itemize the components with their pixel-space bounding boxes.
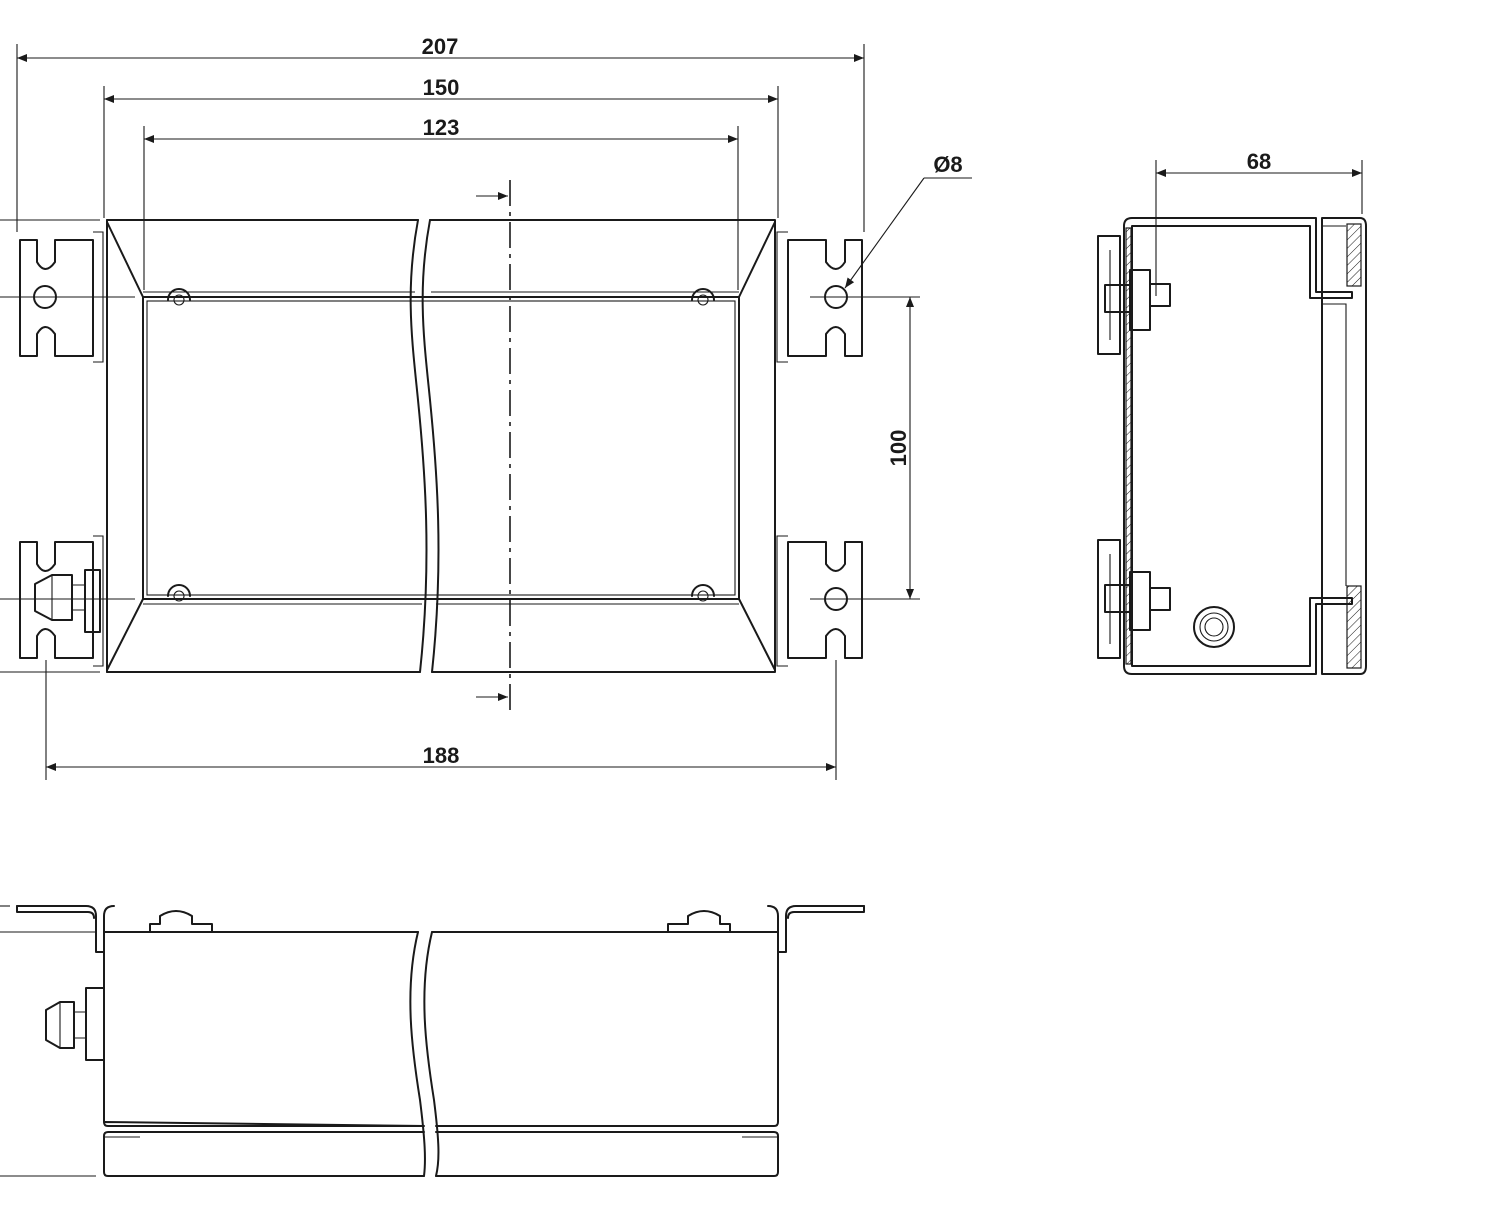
front-view: 207 150 123 188 100 Ø8 (0, 34, 972, 780)
hole-diameter-callout: Ø8 (844, 152, 972, 289)
extension-lines (16, 44, 865, 780)
dimension-label: 123 (423, 115, 460, 140)
break-lines (409, 219, 440, 673)
dimension-207: 207 (17, 34, 864, 62)
dimension-188: 188 (46, 743, 836, 771)
dimension-100: 100 (886, 297, 914, 599)
dimension-label: Ø8 (933, 152, 962, 177)
bottom-view (0, 905, 865, 1177)
dimension-150: 150 (104, 75, 778, 103)
section-arrow-icon (476, 192, 508, 701)
dimension-68: 68 (1156, 149, 1362, 177)
dimension-label: 100 (886, 430, 911, 467)
dimension-label: 68 (1247, 149, 1271, 174)
side-section-view: 68 (1097, 149, 1367, 675)
cover-screw-icon (167, 288, 715, 602)
dimension-label: 188 (423, 743, 460, 768)
dimension-123: 123 (144, 115, 738, 143)
dimension-label: 150 (423, 75, 460, 100)
dimension-label: 207 (422, 34, 459, 59)
enclosure-body-outline (106, 219, 776, 673)
